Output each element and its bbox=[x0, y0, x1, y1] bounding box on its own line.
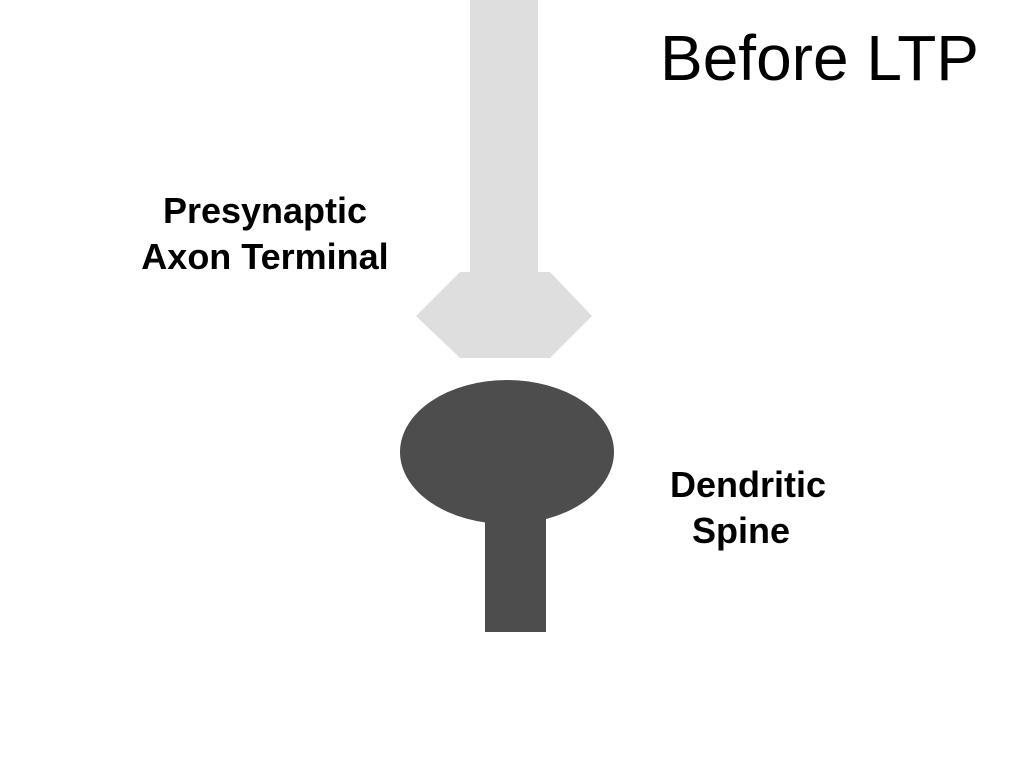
axon-terminal bbox=[416, 272, 592, 358]
slide-title: Before LTP bbox=[660, 22, 979, 94]
dendritic-label-line2: Spine bbox=[692, 510, 791, 551]
presynaptic-axon-terminal-label: Presynaptic Axon Terminal bbox=[110, 188, 420, 280]
axon-shaft bbox=[470, 0, 538, 275]
spine-head bbox=[400, 380, 614, 524]
dendritic-label-line1: Dendritic bbox=[670, 464, 827, 505]
dendritic-spine-label: Dendritic Spine bbox=[670, 462, 860, 554]
presynaptic-label-line1: Presynaptic bbox=[162, 190, 368, 231]
presynaptic-label-line2: Axon Terminal bbox=[141, 236, 389, 277]
